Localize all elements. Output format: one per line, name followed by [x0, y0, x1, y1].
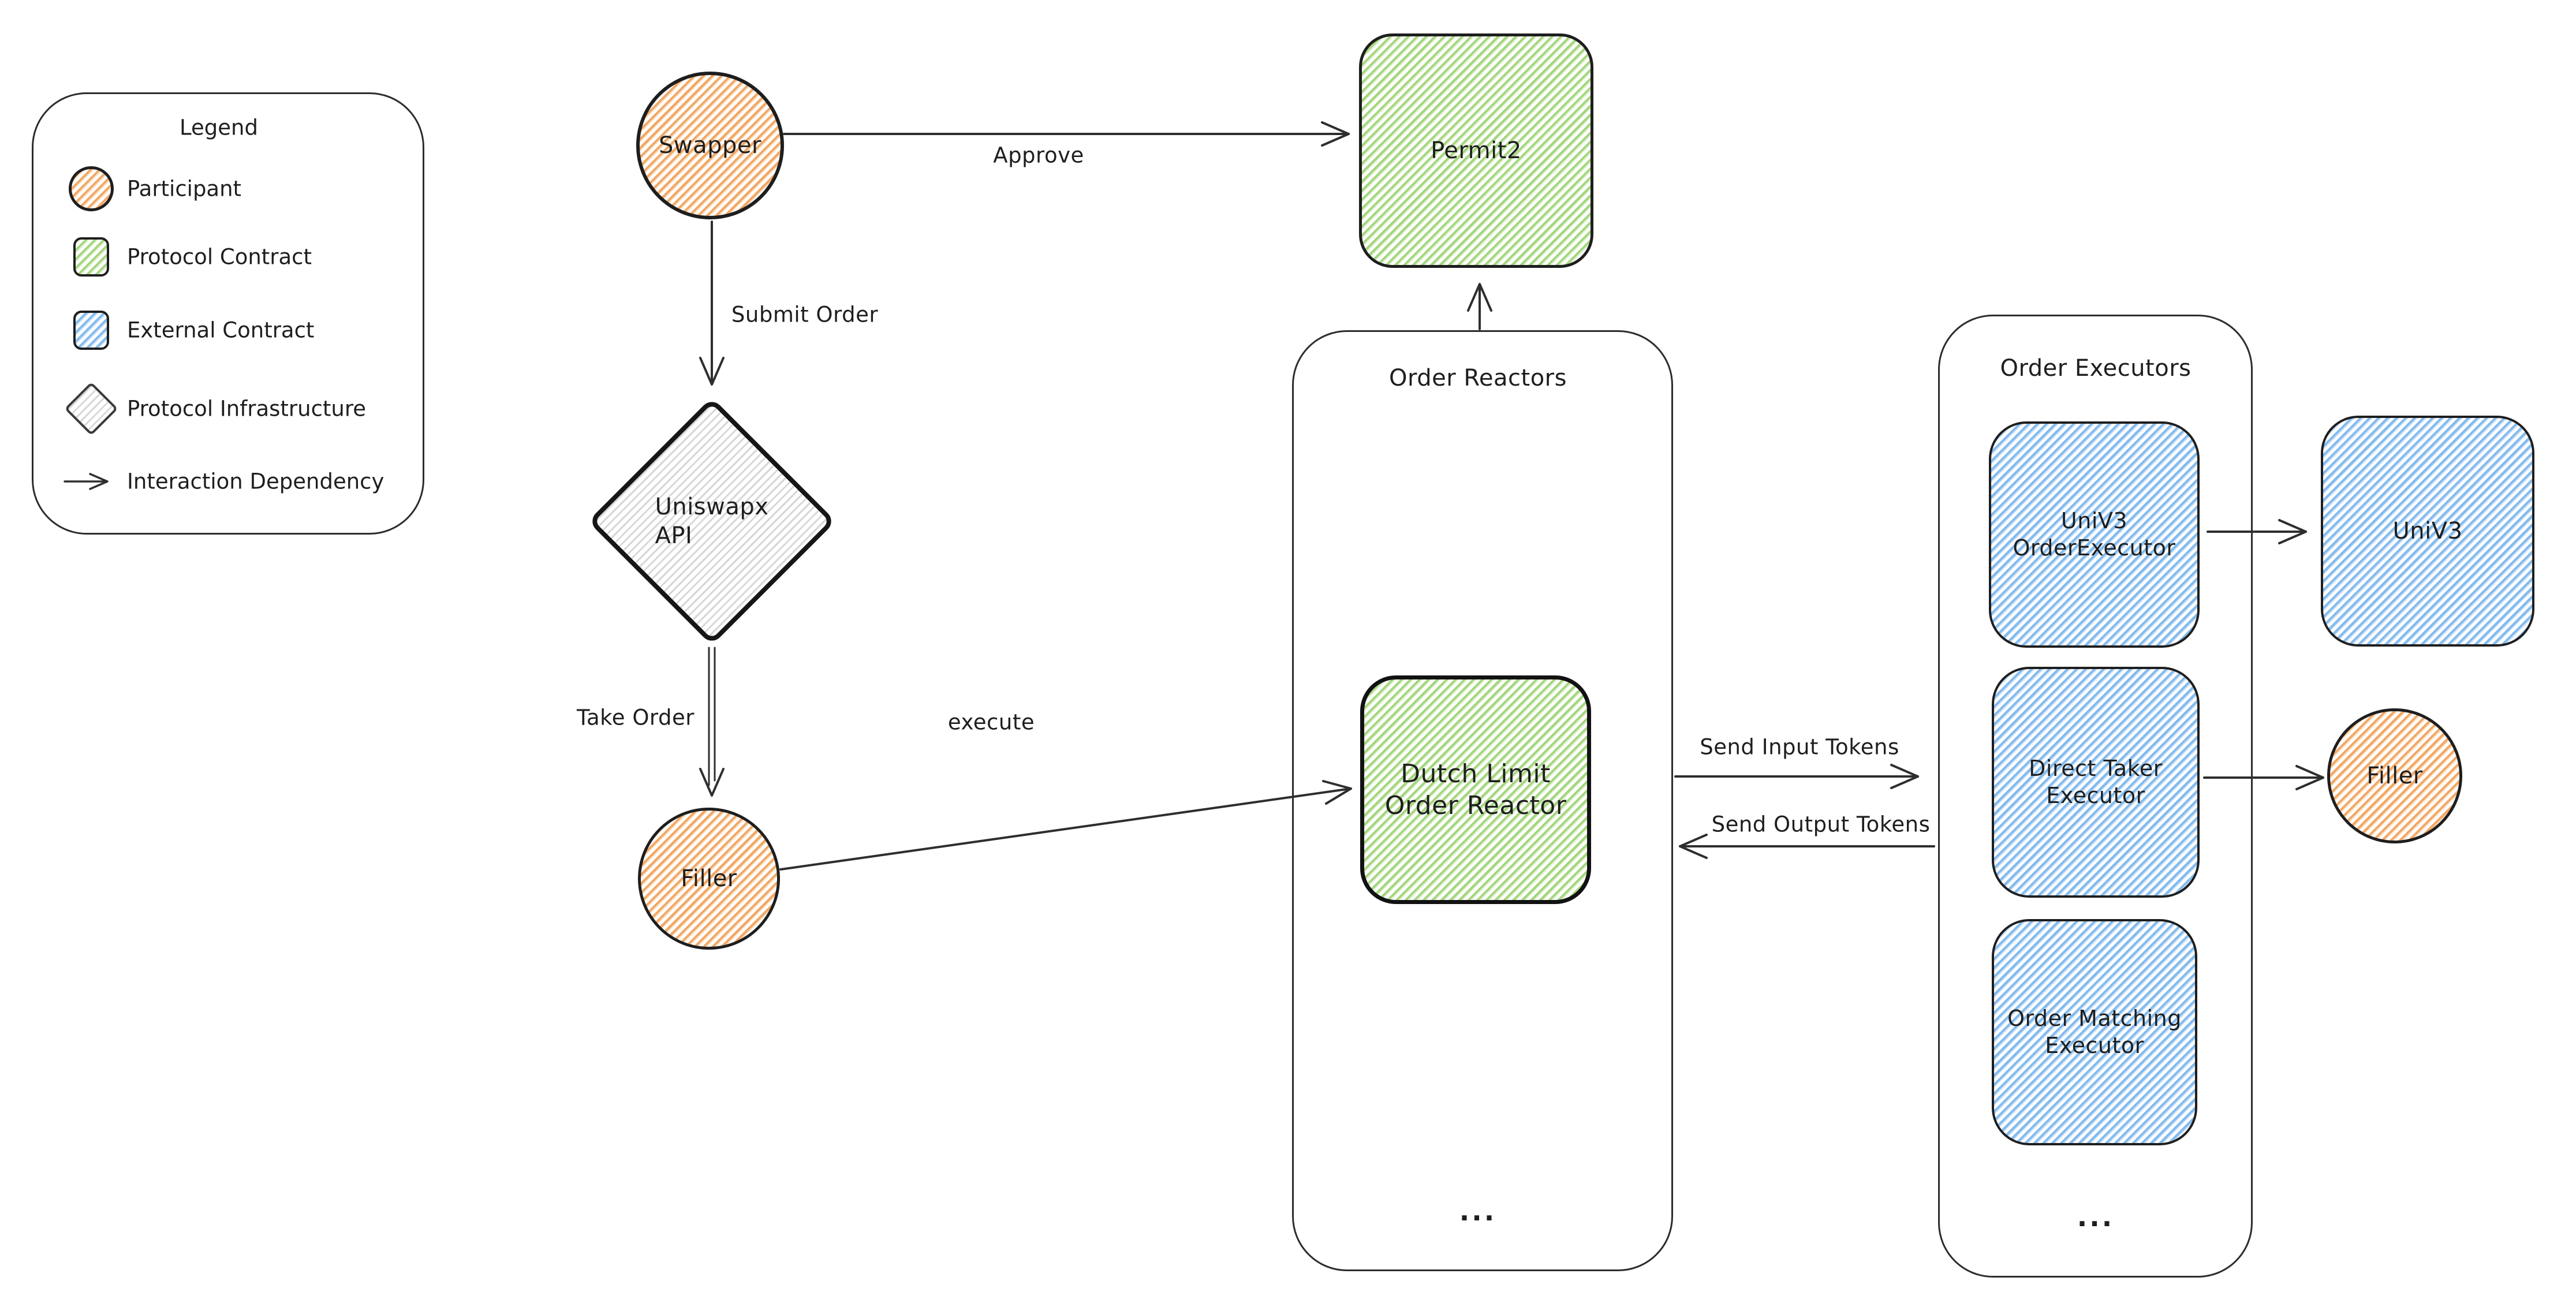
filler-left-node: Filler — [638, 808, 780, 950]
send-input-tokens-arrowhead — [1890, 764, 1919, 789]
take-order-arrowhead — [699, 768, 725, 797]
protocol-contract-square-icon — [73, 237, 109, 277]
order-reactors-title: Order Reactors — [1389, 365, 1567, 391]
external-contract-square-icon — [73, 311, 109, 350]
legend-item-protocol-infrastructure: Protocol Infrastructure — [127, 396, 367, 421]
filler-right-node: Filler — [2327, 708, 2462, 843]
dutch-limit-order-reactor-label: Dutch Limit Order Reactor — [1384, 759, 1567, 820]
permit2-label: Permit2 — [1431, 137, 1522, 164]
approve-edge-label: Approve — [993, 143, 1084, 168]
filler-left-label: Filler — [681, 865, 737, 892]
submit-order-edge-label: Submit Order — [731, 302, 879, 327]
approve-arrowhead — [1321, 121, 1350, 147]
order-executors-title: Order Executors — [2000, 355, 2192, 382]
univ3-node: UniV3 — [2321, 416, 2534, 647]
legend-item-participant: Participant — [127, 176, 242, 201]
order-executors-ellipsis: ... — [2077, 1201, 2115, 1233]
filler-right-label: Filler — [2366, 763, 2423, 789]
direct-taker-to-filler-arrowhead — [2295, 765, 2324, 790]
legend-item-protocol-contract: Protocol Contract — [127, 244, 312, 270]
permit2-node: Permit2 — [1359, 33, 1593, 268]
execute-arrow — [779, 787, 1352, 871]
univ3-executor-to-univ3-arrowhead — [2278, 519, 2307, 544]
take-order-edge-label: Take Order — [577, 705, 695, 730]
send-output-tokens-arrowhead — [1679, 834, 1708, 859]
order-matching-executor-label: Order Matching Executor — [2007, 1005, 2182, 1059]
univ3-order-executor-label: UniV3 OrderExecutor — [2013, 507, 2176, 561]
univ3-label: UniV3 — [2392, 518, 2463, 544]
uniswapx-api-label: Uniswapx API — [655, 494, 769, 549]
legend-item-external-contract: External Contract — [127, 318, 315, 343]
participant-circle-icon — [69, 166, 114, 211]
order-reactors-ellipsis: ... — [1459, 1196, 1497, 1227]
swapper-node: Swapper — [636, 72, 784, 219]
legend-item-interaction-dependency: Interaction Dependency — [127, 469, 384, 494]
reactor-to-permit2-arrowhead — [1467, 283, 1492, 312]
univ3-order-executor-node: UniV3 OrderExecutor — [1989, 421, 2200, 648]
direct-taker-executor-node: Direct Taker Executor — [1992, 667, 2200, 898]
legend-title: Legend — [180, 115, 258, 140]
swapper-label: Swapper — [659, 132, 761, 159]
execute-edge-label: execute — [947, 709, 1035, 735]
send-input-tokens-edge-label: Send Input Tokens — [1700, 734, 1899, 760]
submit-order-arrowhead — [699, 357, 725, 386]
order-matching-executor-node: Order Matching Executor — [1992, 919, 2197, 1145]
direct-taker-executor-label: Direct Taker Executor — [2029, 755, 2163, 809]
dutch-limit-order-reactor-node: Dutch Limit Order Reactor — [1360, 675, 1591, 904]
send-output-tokens-edge-label: Send Output Tokens — [1711, 812, 1931, 837]
